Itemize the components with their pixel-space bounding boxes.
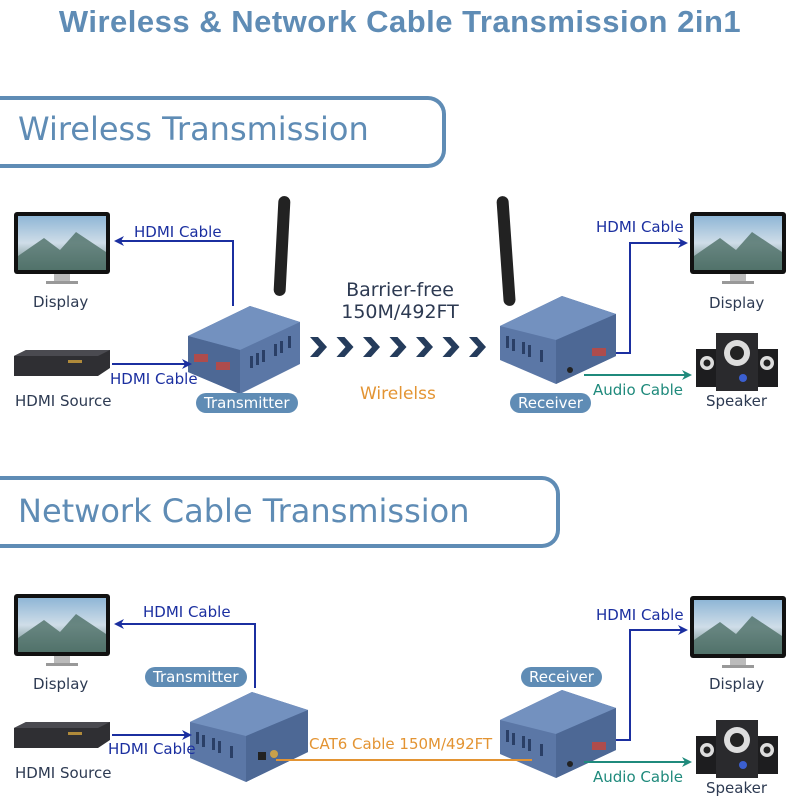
hdmi-cable-label: HDMI Cable xyxy=(110,370,198,388)
chevron-icon xyxy=(442,337,460,357)
wireless-section-header xyxy=(0,96,446,168)
transmitter-device-icon xyxy=(190,692,308,782)
transmitter-label: Transmitter xyxy=(196,393,298,413)
hdmi-cable-label: HDMI Cable xyxy=(143,603,231,621)
hdmi-cable-label: HDMI Cable xyxy=(134,223,222,241)
hdmi-cable-line xyxy=(616,625,688,741)
chevron-icon xyxy=(310,337,327,357)
wireless-section-title: Wireless Transmission xyxy=(18,110,369,148)
antenna-icon xyxy=(273,196,291,296)
audio-cable-label: Audio Cable xyxy=(593,768,683,786)
speaker-label: Speaker xyxy=(706,392,768,410)
monitor-icon xyxy=(690,596,786,668)
chevron-icon xyxy=(336,337,354,357)
receiver-device-icon xyxy=(500,296,616,384)
hdmi-cable-label: HDMI Cable xyxy=(596,218,684,236)
chevron-icon xyxy=(363,337,380,357)
audio-cable-label: Audio Cable xyxy=(593,381,683,399)
chevron-icon xyxy=(469,337,486,357)
hdmi-cable-line xyxy=(114,236,234,306)
transmitter-device-icon xyxy=(188,306,300,394)
range-line-2: 150M/492FT xyxy=(341,301,459,323)
display-label: Display xyxy=(33,675,89,693)
receiver-label: Receiver xyxy=(510,393,591,413)
wireless-signal-chevrons xyxy=(310,337,486,357)
speaker-icon xyxy=(696,333,778,391)
hdmi-cable-label: HDMI Cable xyxy=(108,740,196,758)
transmitter-label: Transmitter xyxy=(145,667,247,687)
monitor-icon xyxy=(14,212,110,284)
network-section-title: Network Cable Transmission xyxy=(18,492,470,530)
display-label: Display xyxy=(709,294,765,312)
hdmi-source-label: HDMI Source xyxy=(15,392,112,410)
tv-box-icon xyxy=(14,722,110,748)
chevron-icon xyxy=(416,337,433,357)
monitor-icon xyxy=(690,212,786,284)
cat6-cable-label: CAT6 Cable 150M/492FT xyxy=(309,735,493,753)
display-label: Display xyxy=(33,293,89,311)
hdmi-cable-line xyxy=(616,238,688,354)
antenna-icon xyxy=(496,196,516,306)
hdmi-cable-line xyxy=(114,619,256,688)
range-line-1: Barrier-free xyxy=(346,279,454,301)
network-section-header xyxy=(0,476,560,548)
hdmi-source-label: HDMI Source xyxy=(15,764,112,782)
receiver-device-icon xyxy=(500,690,616,778)
display-label: Display xyxy=(709,675,765,693)
wireless-link-label: Wirelelss xyxy=(360,384,436,404)
main-title: Wireless & Network Cable Transmission 2i… xyxy=(58,4,742,39)
chevron-icon xyxy=(389,337,407,357)
speaker-icon xyxy=(696,720,778,778)
range-label: Barrier-free 150M/492FT xyxy=(320,279,480,323)
receiver-label: Receiver xyxy=(521,667,602,687)
hdmi-cable-label: HDMI Cable xyxy=(596,606,684,624)
speaker-label: Speaker xyxy=(706,779,768,797)
monitor-icon xyxy=(14,594,110,666)
tv-box-icon xyxy=(14,350,110,376)
